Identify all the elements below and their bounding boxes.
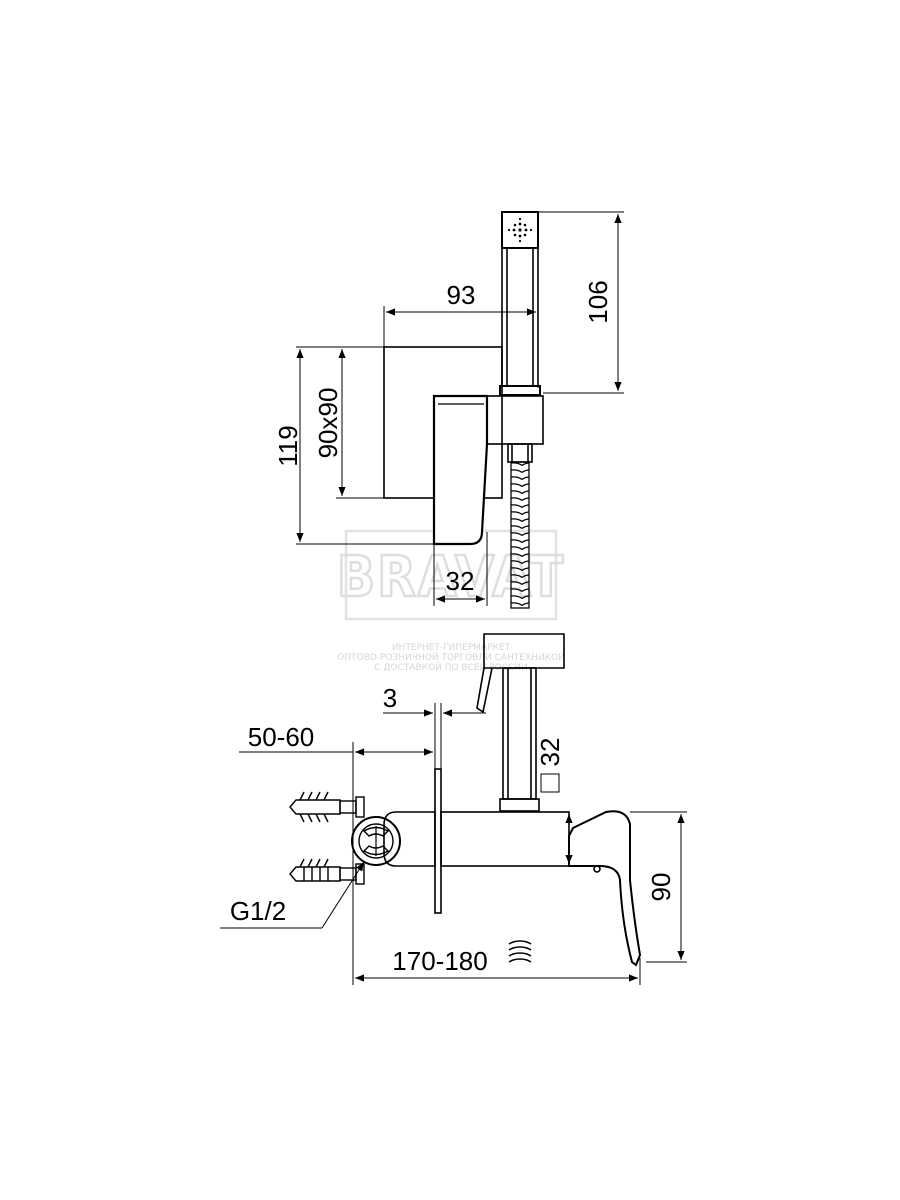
- watermark: BRAVAT ИНТЕРНЕТ-ГИПЕРМАРКЕТ ОПТОВО-РОЗНИ…: [335, 529, 565, 673]
- dimension-width-top: [383, 306, 539, 388]
- lever-side: [568, 810, 642, 967]
- lever-screw: [593, 865, 601, 873]
- square-symbol-icon: [540, 773, 560, 793]
- spray-nozzle-icon: [507, 217, 533, 243]
- dimension-label-32-lever: 32: [446, 566, 475, 596]
- dimension-label-90x90: 90x90: [313, 388, 343, 459]
- handset-collar: [499, 385, 541, 396]
- dimension-height-body: [565, 811, 687, 963]
- dimension-height-handset: [538, 211, 624, 394]
- dimension-label-90: 90: [646, 873, 676, 902]
- dimension-lever-depth: [433, 532, 488, 606]
- handset-head-side: [483, 633, 565, 669]
- dimension-label-3: 3: [383, 683, 397, 713]
- mixer-body: [440, 811, 570, 867]
- dimension-label-170-180: 170-180: [392, 946, 487, 976]
- dimension-label-32-square: 32: [535, 738, 565, 767]
- handset-stem-collar: [499, 798, 540, 812]
- hose-coil: [508, 940, 532, 963]
- dimension-plate-size: [336, 349, 384, 499]
- front-view: [383, 211, 544, 609]
- dimension-plate-gap: [383, 703, 486, 769]
- wall-anchor-top: [289, 791, 365, 823]
- inlet-fitting: [351, 816, 401, 866]
- thread-leader: [220, 861, 365, 929]
- dimension-label-119: 119: [273, 425, 303, 466]
- dimension-label-106: 106: [583, 280, 613, 323]
- lever: [432, 394, 489, 546]
- watermark-line-1: ИНТЕРНЕТ-ГИПЕРМАРКЕТ: [392, 643, 511, 653]
- handset-trigger: [476, 667, 493, 714]
- dimension-label-50-60: 50-60: [248, 722, 315, 752]
- dimension-label-93: 93: [447, 280, 476, 310]
- side-view: [289, 633, 642, 967]
- holder-block: [486, 395, 544, 445]
- escutcheon-plate: [434, 768, 442, 914]
- dimension-holder-square: [540, 773, 560, 793]
- watermark-line-2: ОПТОВО-РОЗНИЧНОЙ ТОРГОВЛИ САНТЕХНИКОЙ: [337, 651, 565, 663]
- dimension-length-total: [355, 958, 641, 985]
- hose: [510, 461, 530, 609]
- dimension-height-total: [296, 346, 434, 545]
- thread-label: G1/2: [230, 896, 286, 926]
- watermark-line-3: С ДОСТАВКОЙ ПО ВСЕЙ РОССИИ: [374, 661, 527, 673]
